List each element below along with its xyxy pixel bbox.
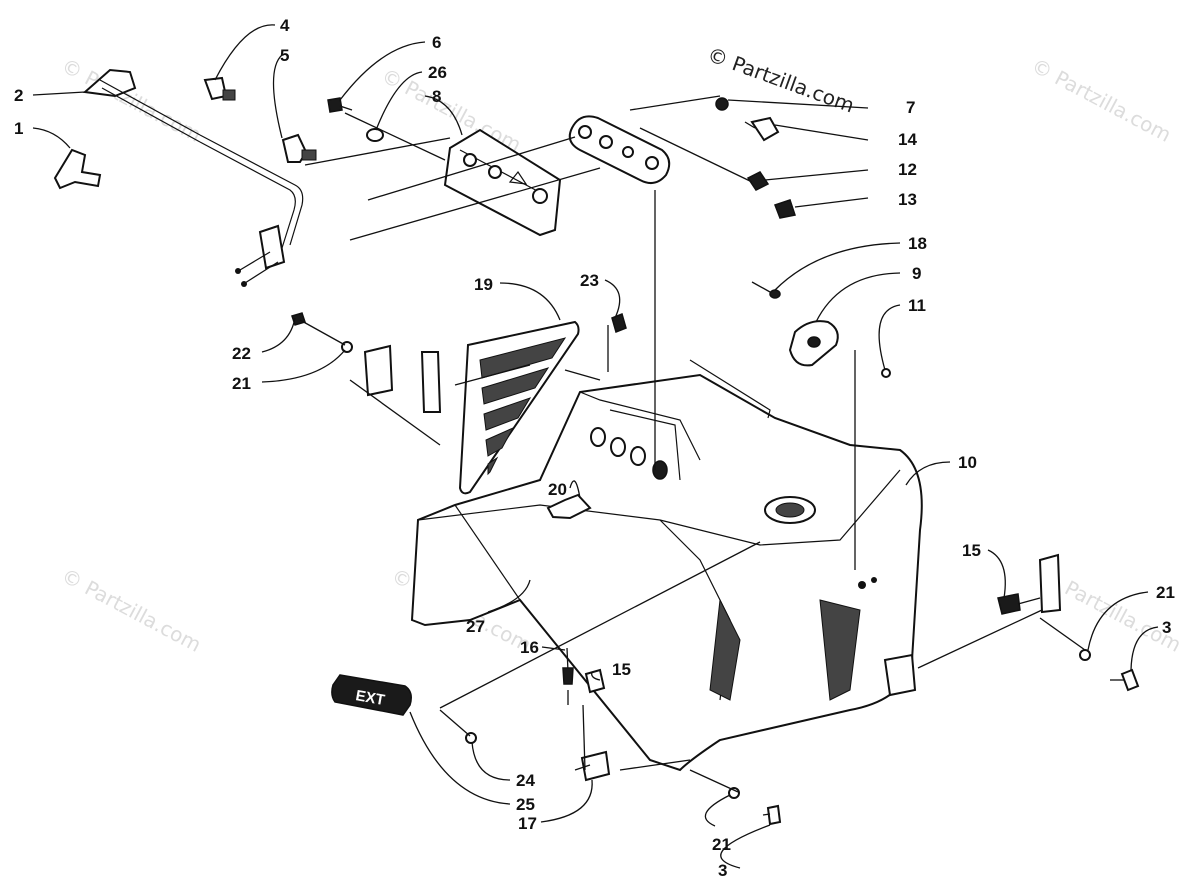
- callout-numbers: 2 1 4 5 6 26 8 7 14 12 13 18 9 11 10 15 …: [14, 16, 1175, 880]
- small-hardware-top: [203, 76, 384, 163]
- ext-emblem: EXT: [331, 674, 412, 716]
- callout-8: 8: [432, 87, 441, 106]
- callout-25: 25: [516, 795, 535, 814]
- callout-22: 22: [232, 344, 251, 363]
- callout-15-right: 15: [962, 541, 981, 560]
- callout-18: 18: [908, 234, 927, 253]
- louvered-vent: [458, 320, 580, 495]
- callout-19: 19: [474, 275, 493, 294]
- hood-latch-20: [546, 493, 592, 520]
- hinge-right: [997, 553, 1140, 692]
- callout-20: 20: [548, 480, 567, 499]
- left-bracket-parts: [291, 312, 442, 413]
- callout-6: 6: [432, 33, 441, 52]
- callout-5: 5: [280, 46, 289, 65]
- callout-2: 2: [14, 86, 23, 105]
- cover-plate: [751, 281, 891, 378]
- callout-11: 11: [908, 296, 926, 315]
- callout-26: 26: [428, 63, 447, 82]
- alignment-lines: [299, 95, 1086, 793]
- callout-12: 12: [898, 160, 917, 179]
- callout-27: 27: [466, 617, 485, 636]
- callout-21-bottom: 21: [712, 835, 731, 854]
- watermark-top-center: © Partzilla.com: [378, 63, 526, 157]
- bottom-fasteners: [728, 787, 782, 826]
- throttle-cable-assembly: [53, 68, 304, 287]
- bottom-brackets: [562, 647, 611, 782]
- callout-leaders: [32, 24, 1159, 869]
- callout-21-left: 21: [232, 374, 251, 393]
- callout-15-bottom: 15: [612, 660, 631, 679]
- callout-13: 13: [898, 190, 917, 209]
- emblem-label: EXT: [354, 687, 386, 709]
- callout-1: 1: [14, 119, 23, 138]
- callout-9: 9: [912, 264, 921, 283]
- callout-3-right: 3: [1162, 618, 1171, 637]
- mounting-bracket: [568, 115, 671, 185]
- clip-23: [611, 312, 627, 334]
- callout-3-bottom: 3: [718, 861, 727, 880]
- callout-7: 7: [906, 98, 915, 117]
- callout-23: 23: [580, 271, 599, 290]
- callout-4: 4: [280, 16, 290, 35]
- callout-10: 10: [958, 453, 977, 472]
- callout-17: 17: [518, 814, 537, 833]
- callout-24: 24: [516, 771, 535, 790]
- callout-14: 14: [898, 130, 917, 149]
- switch-hardware: [715, 97, 796, 219]
- hood-console: [410, 359, 923, 772]
- callout-21-right: 21: [1156, 583, 1175, 602]
- callout-16: 16: [520, 638, 539, 657]
- dash-panel: [443, 128, 562, 237]
- watermark-top-right: © Partzilla.com: [1028, 53, 1176, 147]
- watermark-mid-left: © Partzilla.com: [58, 563, 206, 657]
